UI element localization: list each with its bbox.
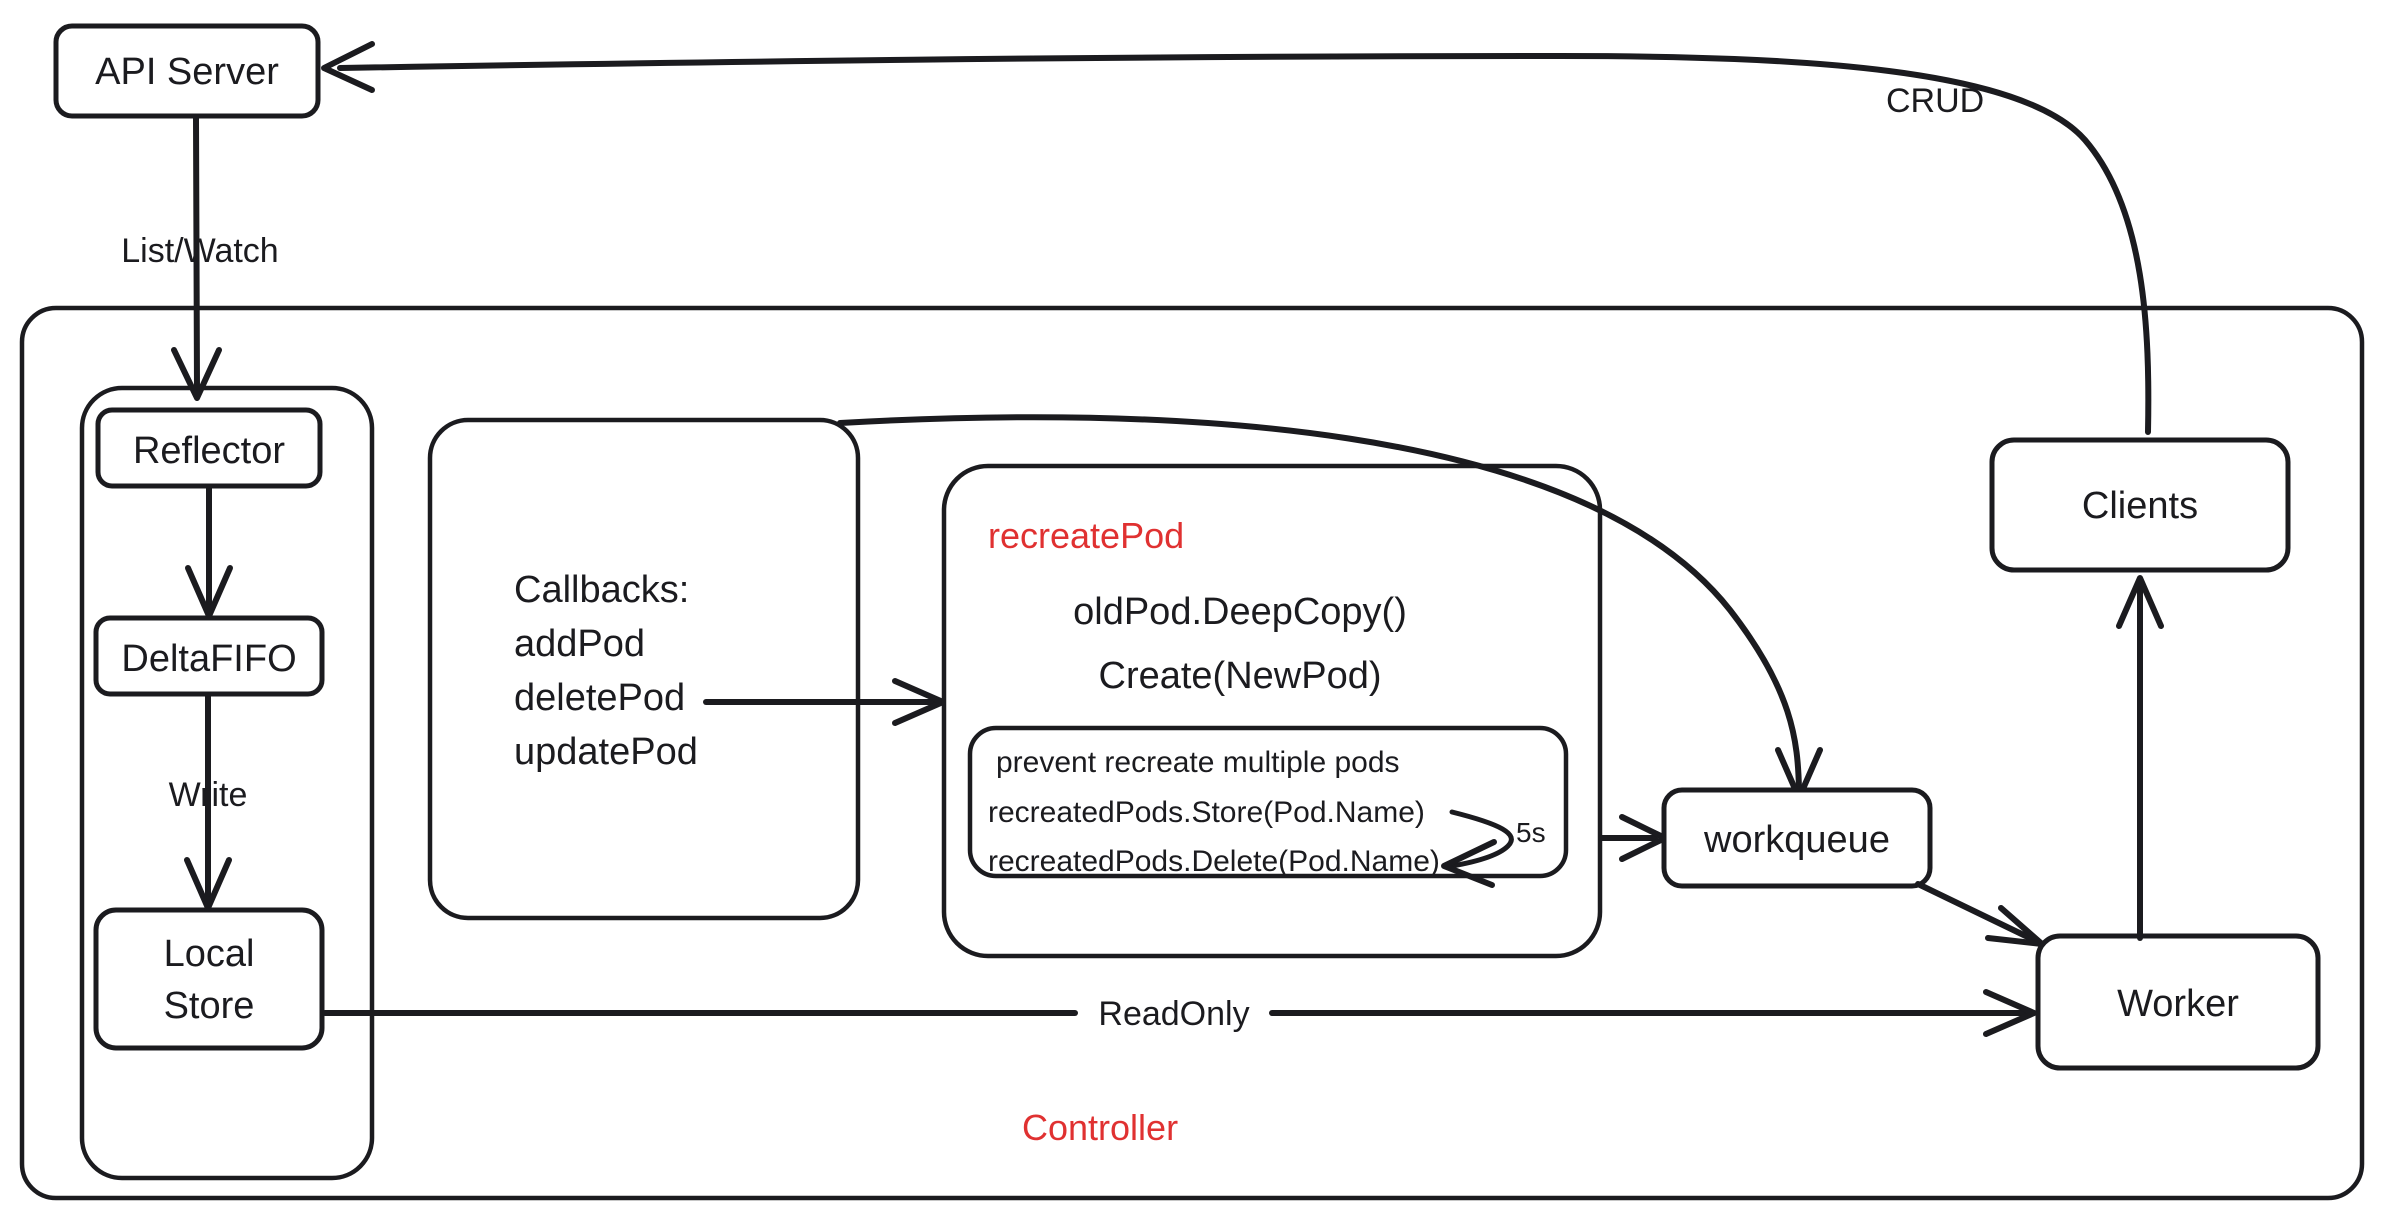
api-server-box[interactable] <box>53 23 321 119</box>
edge-worker-to-clients-arrowhead <box>2116 575 2164 629</box>
edge-crud-arrowhead <box>321 41 375 93</box>
edge-5s-delay <box>1449 809 1514 869</box>
clients-label: Clients <box>2082 485 2198 527</box>
callbacks-heading: Callbacks: <box>514 569 689 611</box>
recreatedpods-delete-call: recreatedPods.Delete(Pod.Name) <box>988 845 1440 878</box>
reflector-label: Reflector <box>133 430 285 472</box>
edge-5s-delay-arrowhead <box>1441 839 1497 888</box>
worker-box[interactable] <box>2035 933 2321 1071</box>
callbacks-box <box>427 417 861 921</box>
edge-workqueue-to-worker <box>1915 881 2037 943</box>
prevent-recreate-box <box>967 725 1569 879</box>
callback-item-addpod: addPod <box>514 623 645 665</box>
controller-group-label: Controller <box>1022 1107 1178 1148</box>
edge-callbacks-to-workqueue <box>837 414 1802 793</box>
edge-readonly-arrowhead <box>1983 989 2037 1037</box>
edge-listwatch <box>193 115 200 393</box>
deltafifo-label: DeltaFIFO <box>121 638 296 680</box>
edge-crud-label: CRUD <box>1886 82 1984 120</box>
recreatepod-line1: oldPod.DeepCopy() <box>1073 591 1407 633</box>
recreatepod-line2: Create(NewPod) <box>1099 655 1382 697</box>
informer-container <box>79 385 375 1181</box>
recreatedpods-store-call: recreatedPods.Store(Pod.Name) <box>988 796 1425 829</box>
callback-item-deletepod: deletePod <box>514 677 685 719</box>
local-store-label-line1: Local <box>164 933 255 975</box>
recreatepod-box <box>941 463 1603 959</box>
workqueue-box[interactable] <box>1661 787 1933 889</box>
edge-listwatch-label: List/Watch <box>121 232 278 270</box>
edge-listwatch-arrowhead <box>171 347 222 401</box>
edge-crud <box>337 53 2152 435</box>
edge-5s-delay-label: 5s <box>1516 817 1546 848</box>
clients-box[interactable] <box>1989 437 2291 573</box>
recreatepod-group-label: recreatePod <box>988 515 1184 556</box>
worker-label: Worker <box>2117 983 2239 1025</box>
edge-write-label: Write <box>169 776 248 814</box>
edge-readonly-label: ReadOnly <box>1098 995 1249 1033</box>
prevent-recreate-note: prevent recreate multiple pods <box>996 746 1400 779</box>
workqueue-label: workqueue <box>1703 819 1890 861</box>
controller-container <box>19 305 2365 1201</box>
local-store-label-line2: Store <box>164 985 255 1027</box>
callback-item-updatepod: updatePod <box>514 731 698 773</box>
api-server-label: API Server <box>95 51 279 93</box>
local-store-box[interactable] <box>93 907 325 1051</box>
edge-workqueue-to-worker-arrowhead <box>1985 905 2045 947</box>
